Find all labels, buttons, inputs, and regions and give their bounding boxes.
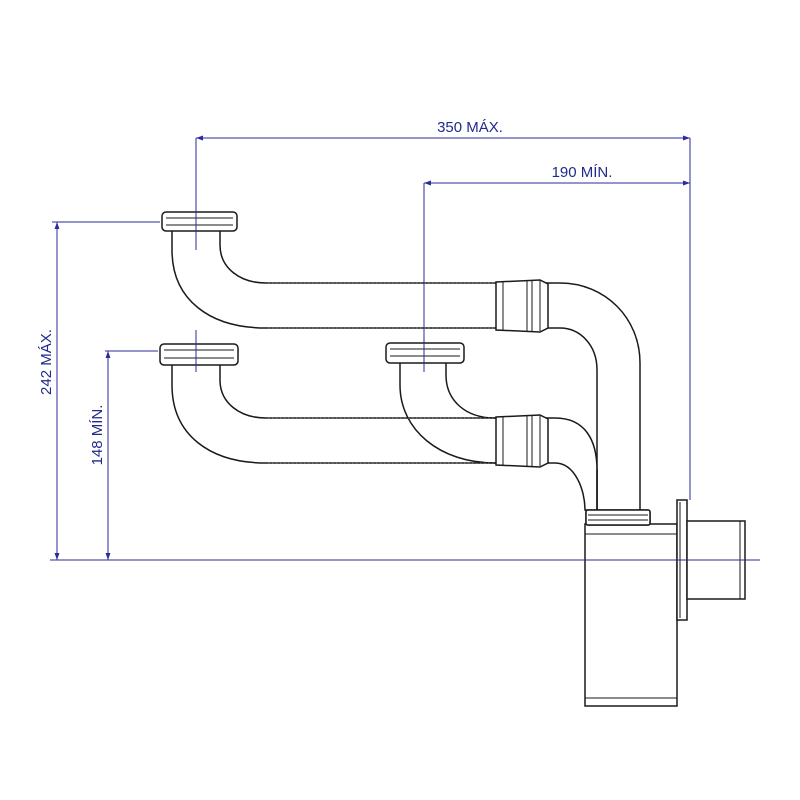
center-lines: [50, 138, 760, 561]
dimension-width-min: 190 MÍN.: [424, 164, 690, 186]
dimension-label-148-min: 148 MÍN.: [89, 405, 106, 466]
siphon-body: [584, 523, 678, 707]
dimension-label-242-max: 242 MÁX.: [38, 329, 55, 395]
dimension-height-max: 242 MÁX.: [38, 222, 60, 560]
dimension-label-190-min: 190 MÍN.: [552, 164, 613, 181]
lower-slip-sleeve: [495, 414, 549, 468]
dimension-height-min: 148 MÍN.: [89, 351, 111, 560]
upper-slip-sleeve: [495, 279, 549, 333]
siphon-inlet-nut-top: [585, 509, 651, 526]
upper-u-bend: [539, 282, 641, 511]
dimension-width-max: 350 MÁX.: [196, 119, 690, 141]
lower-middle-inlet-pipe: [385, 342, 496, 464]
dimension-label-350-max: 350 MÁX.: [437, 119, 503, 136]
lower-left-inlet-pipe: [159, 343, 501, 464]
upper-rear-inlet-pipe: [161, 211, 501, 329]
